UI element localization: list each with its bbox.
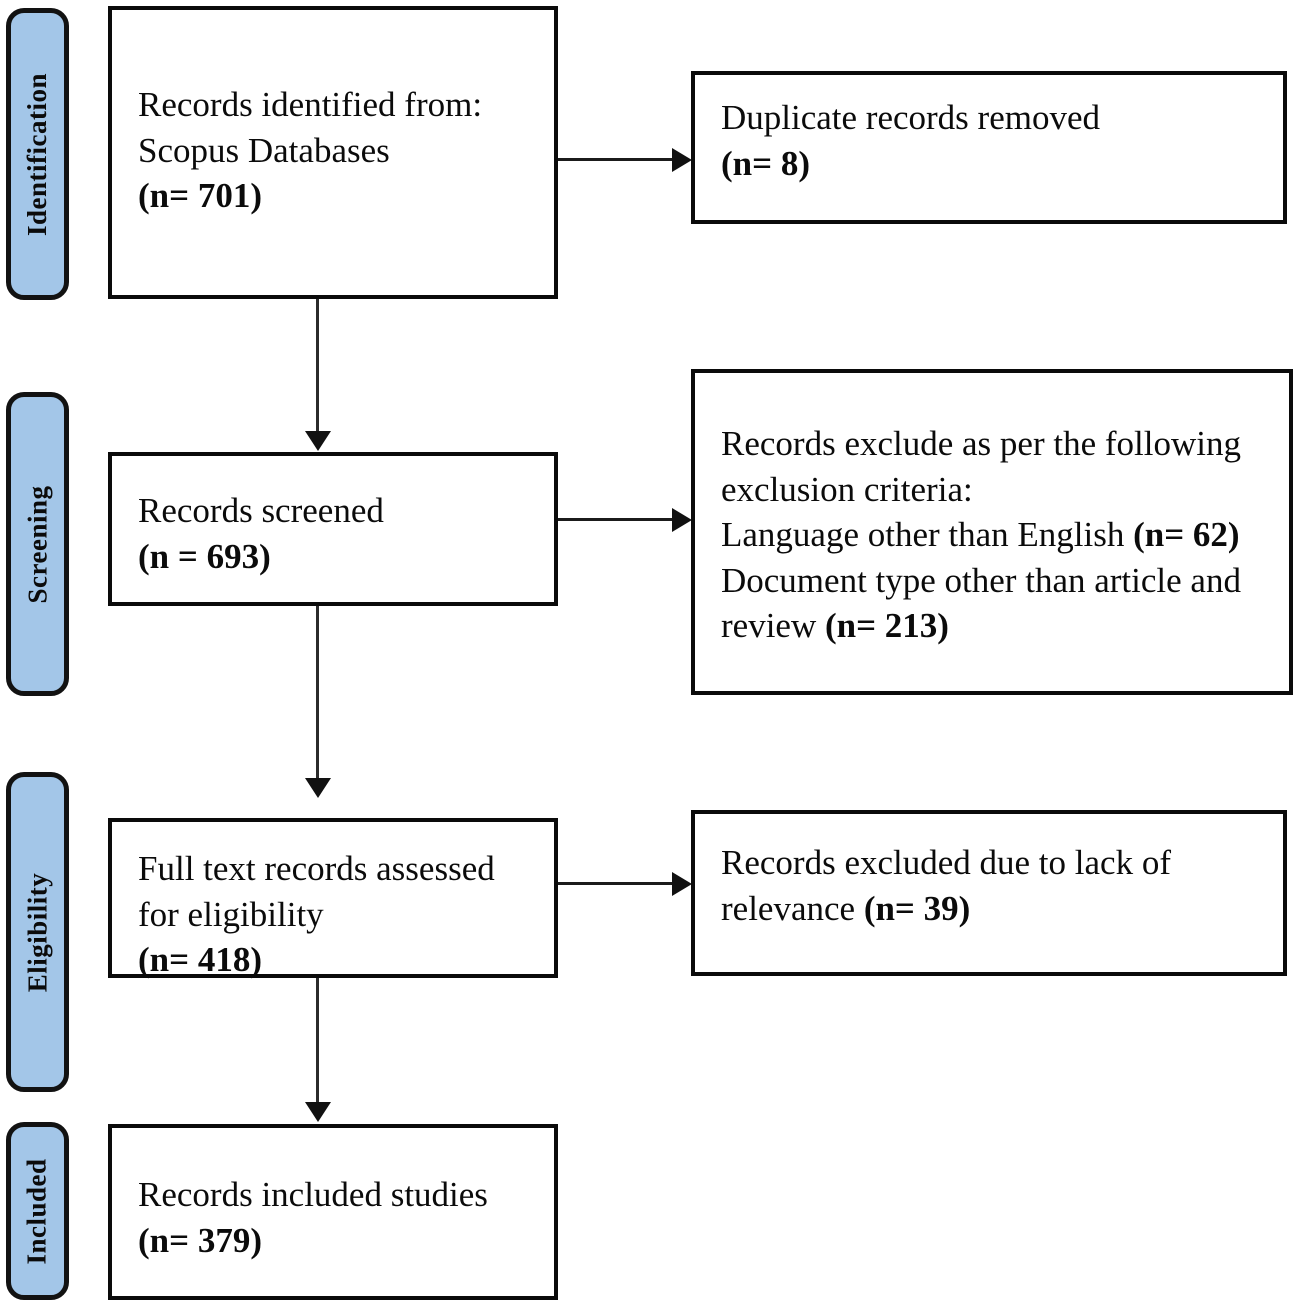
records-included-line1: Records included studies	[138, 1175, 488, 1214]
full-text-count: (n= 418)	[138, 940, 262, 979]
connector-identified-to-duplicates	[558, 158, 678, 161]
stage-label-included: Included	[22, 1157, 53, 1265]
records-screened-line1: Records screened	[138, 491, 384, 530]
full-text-line2: for eligibility	[138, 894, 324, 934]
stage-pill-eligibility: Eligibility	[6, 772, 69, 1092]
box-full-text-assessed-text: Full text records assessed for eligibilit…	[138, 846, 540, 983]
connector-identified-to-screened	[316, 299, 319, 435]
box-records-included: Records included studies (n= 379)	[108, 1124, 558, 1300]
box-records-screened: Records screened (n = 693)	[108, 452, 558, 606]
records-included-count: (n= 379)	[138, 1220, 262, 1260]
excluded-criteria-line2: exclusion criteria:	[721, 469, 973, 509]
box-duplicate-records-removed: Duplicate records removed (n= 8)	[691, 71, 1287, 224]
stage-label-eligibility: Eligibility	[22, 872, 52, 992]
connector-screened-to-fulltext	[316, 606, 319, 780]
arrowhead-screened-to-excluded	[672, 508, 692, 532]
box-records-identified: Records identified from: Scopus Databases…	[108, 6, 558, 299]
arrowhead-identified-to-duplicates	[672, 148, 692, 172]
records-identified-line2: Scopus Databases	[138, 130, 390, 170]
box-records-excluded-relevance-text: Records excluded due to lack of relevance…	[721, 840, 1269, 931]
arrowhead-screened-to-fulltext	[305, 778, 331, 798]
box-duplicate-records-removed-text: Duplicate records removed (n= 8)	[721, 95, 1269, 186]
box-records-identified-text: Records identified from: Scopus Databases…	[138, 82, 540, 219]
records-identified-count: (n= 701)	[138, 176, 262, 215]
box-records-excluded-criteria-text: Records exclude as per the following excl…	[721, 421, 1275, 649]
relevance-line2-count: (n= 39)	[863, 888, 971, 928]
excluded-criteria-line3-text: Language other than English	[721, 515, 1134, 554]
connector-fulltext-to-relevance	[558, 882, 678, 885]
excluded-criteria-line5-text: review	[721, 606, 825, 645]
stage-pill-screening: Screening	[6, 392, 69, 696]
arrowhead-identified-to-screened	[305, 431, 331, 451]
arrowhead-fulltext-to-included	[305, 1102, 331, 1122]
box-records-excluded-relevance: Records excluded due to lack of relevance…	[691, 810, 1287, 976]
duplicates-line1: Duplicate records removed	[721, 98, 1101, 137]
full-text-line1: Full text records assessed	[138, 849, 495, 888]
excluded-criteria-line1: Records exclude as per the following	[721, 424, 1241, 463]
stage-label-identification: Identification	[22, 72, 53, 236]
stage-pill-included: Included	[6, 1122, 69, 1300]
connector-screened-to-excluded	[558, 518, 678, 521]
connector-fulltext-to-included	[316, 978, 319, 1106]
excluded-criteria-line3-count: (n= 62)	[1133, 515, 1240, 554]
box-records-included-text: Records included studies (n= 379)	[138, 1172, 540, 1263]
excluded-criteria-line5-count: (n= 213)	[824, 606, 949, 645]
duplicates-count: (n= 8)	[721, 143, 810, 183]
relevance-line2-text: relevance	[721, 888, 864, 928]
relevance-line1: Records excluded due to lack of	[721, 843, 1171, 882]
excluded-criteria-line4-text: Document type other than article and	[721, 560, 1241, 600]
stage-label-screening: Screening	[22, 485, 52, 603]
arrowhead-fulltext-to-relevance	[672, 872, 692, 896]
records-identified-line1: Records identified from:	[138, 85, 483, 124]
box-full-text-assessed: Full text records assessed for eligibilit…	[108, 818, 558, 979]
box-records-screened-text: Records screened (n = 693)	[138, 488, 540, 579]
stage-pill-identification: Identification	[6, 8, 69, 300]
records-screened-count: (n = 693)	[138, 536, 271, 576]
box-records-excluded-criteria: Records exclude as per the following excl…	[691, 369, 1293, 695]
